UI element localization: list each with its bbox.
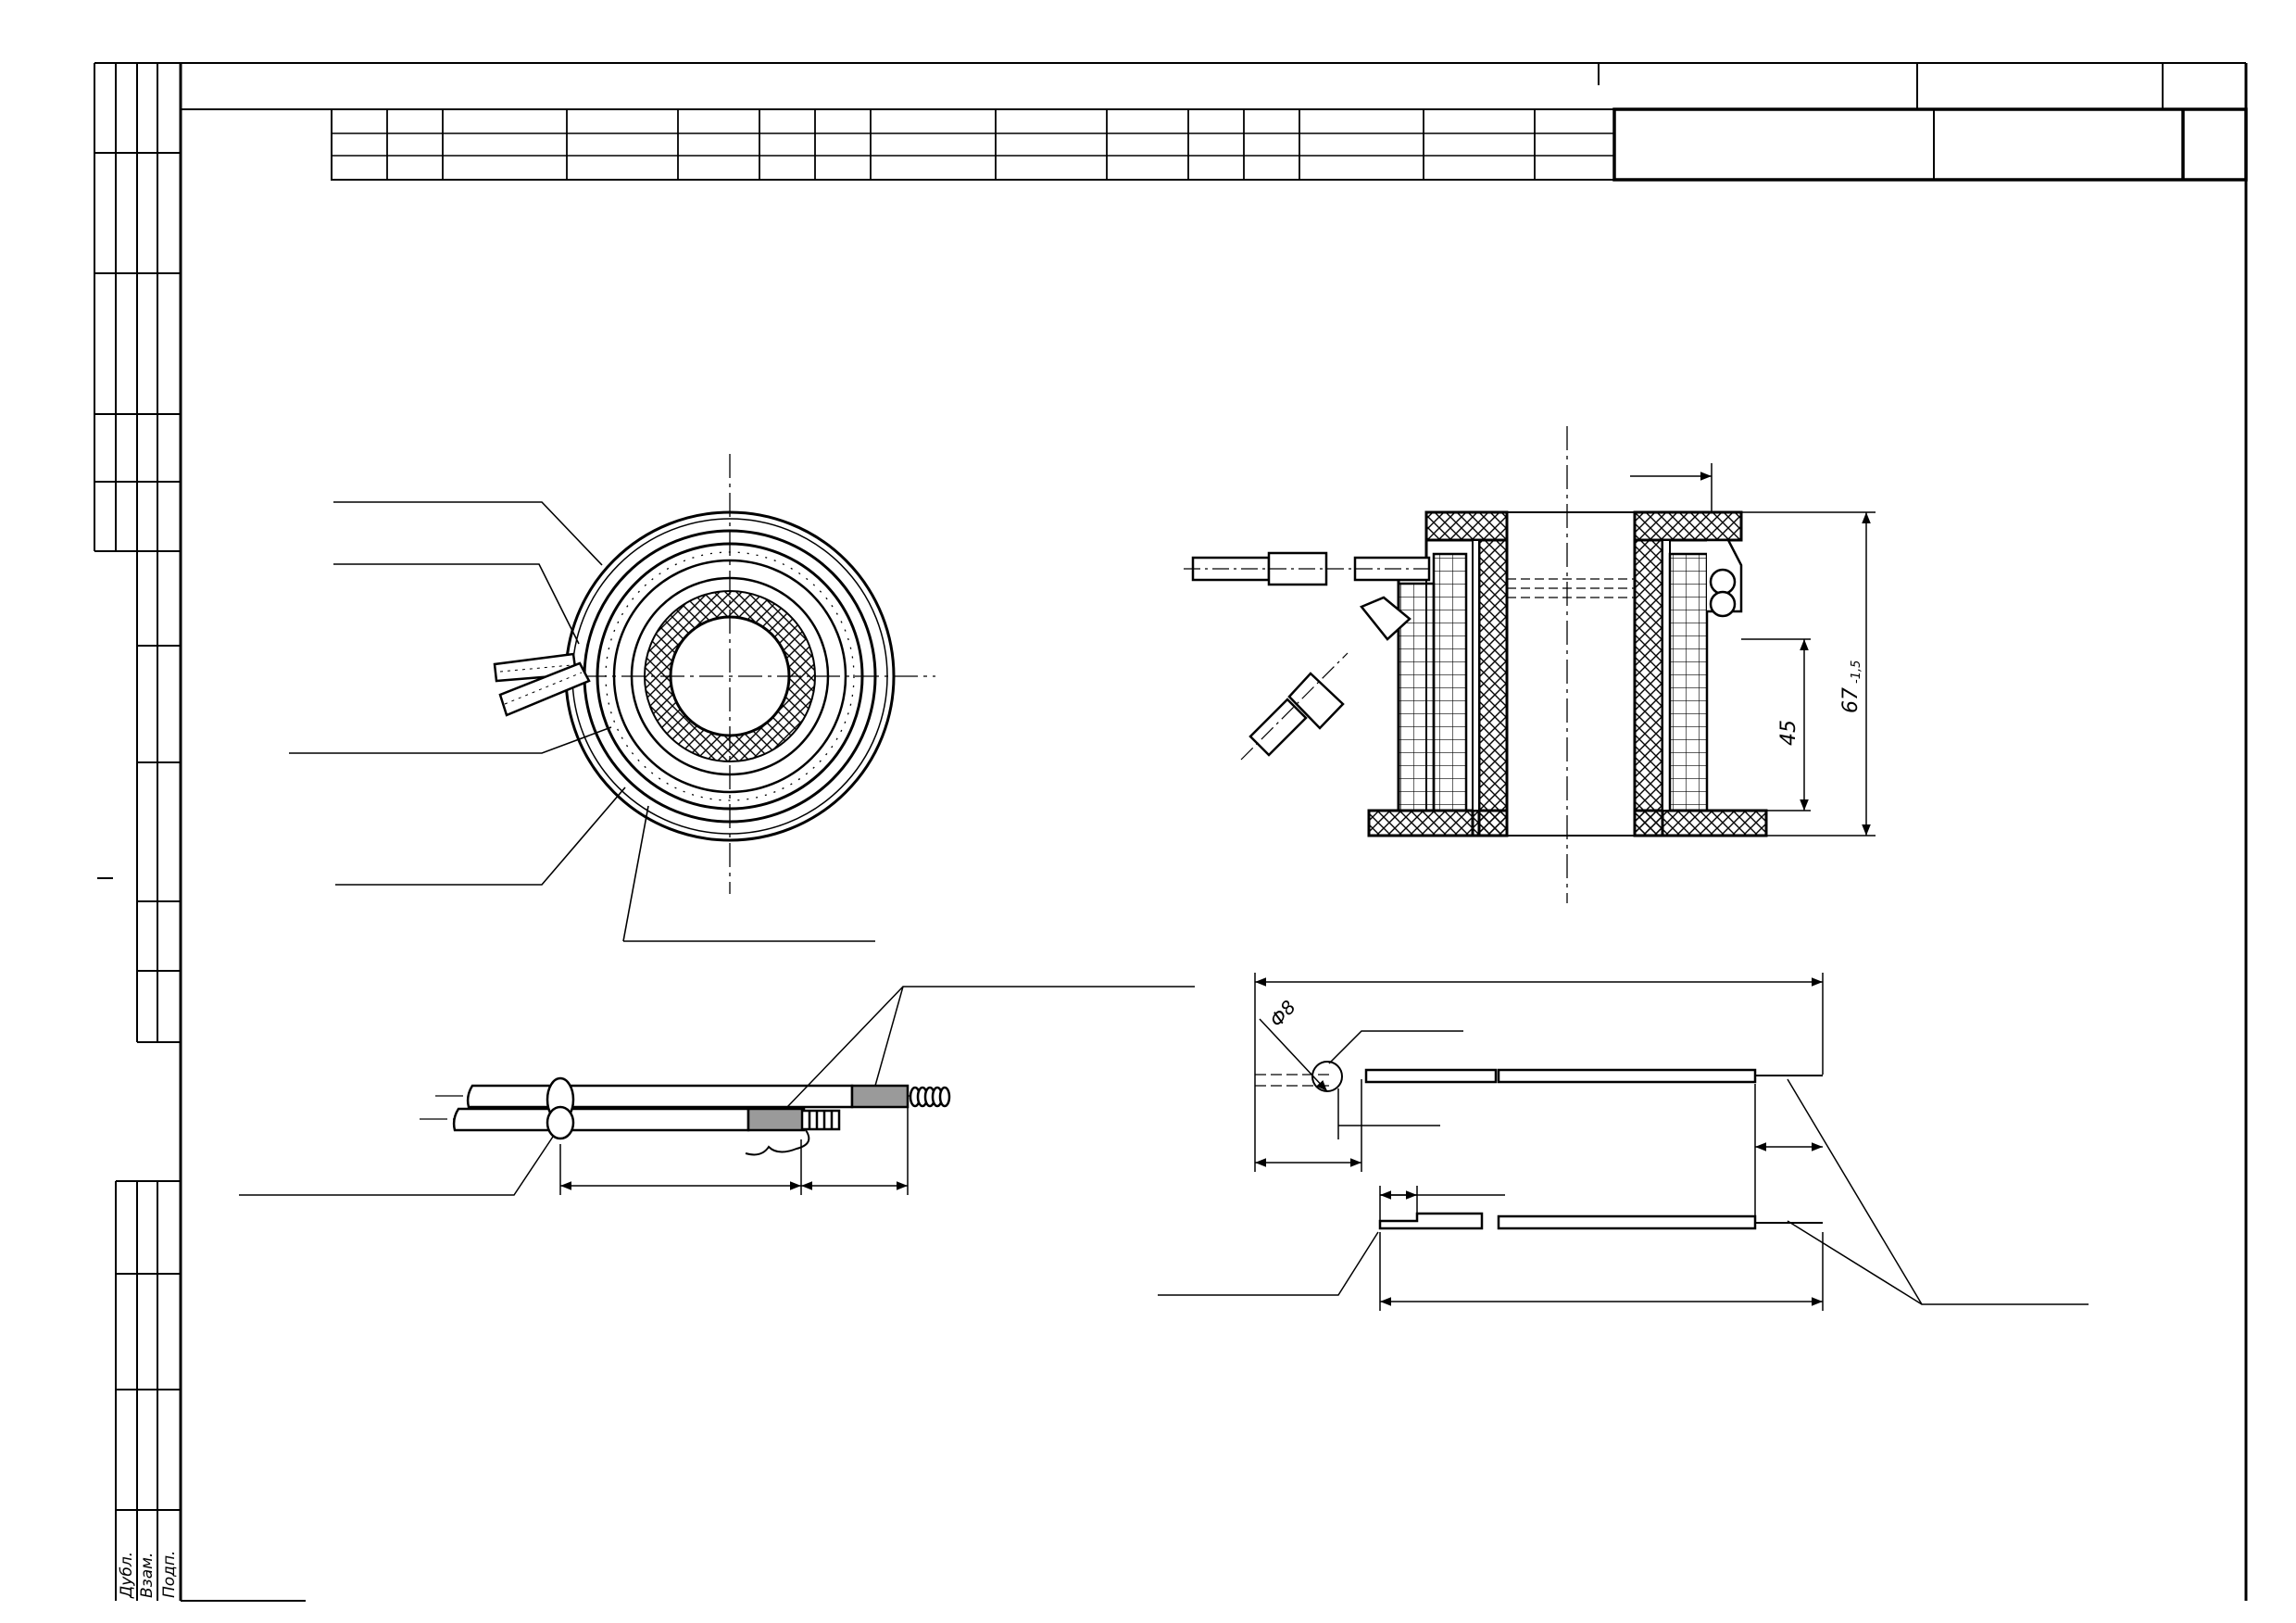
- leader-lines: [289, 501, 875, 942]
- side-stamp-labels: Дубл. Взам. Подп.: [118, 1551, 179, 1599]
- left-top-side-stamp: [94, 62, 181, 1043]
- coil-end-view: [289, 454, 935, 942]
- label-dubl: Дубл.: [118, 1552, 136, 1599]
- drawing-frame: [179, 62, 2248, 1602]
- spring-coil-ends: [800, 1086, 951, 1131]
- dim-overall-height: 67: [1839, 687, 1863, 713]
- coil-section-view: 45 67 -1,5: [1184, 426, 1876, 903]
- core-cross-hatch: [644, 591, 815, 761]
- dim-overall-height-tolerance: -1,5: [1850, 661, 1863, 684]
- twisted-leads-view: [239, 986, 1195, 1196]
- lead-dimension-view: Ф8: [1158, 973, 2089, 1311]
- label-podp: Подп.: [160, 1551, 179, 1598]
- label-vzam: Взам.: [138, 1553, 157, 1598]
- dim-wire-diameter: Ф8: [1265, 996, 1300, 1031]
- top-title-strip: [331, 107, 2248, 182]
- dim-inner-height: 45: [1777, 720, 1800, 746]
- left-bottom-side-stamp: [115, 1180, 181, 1601]
